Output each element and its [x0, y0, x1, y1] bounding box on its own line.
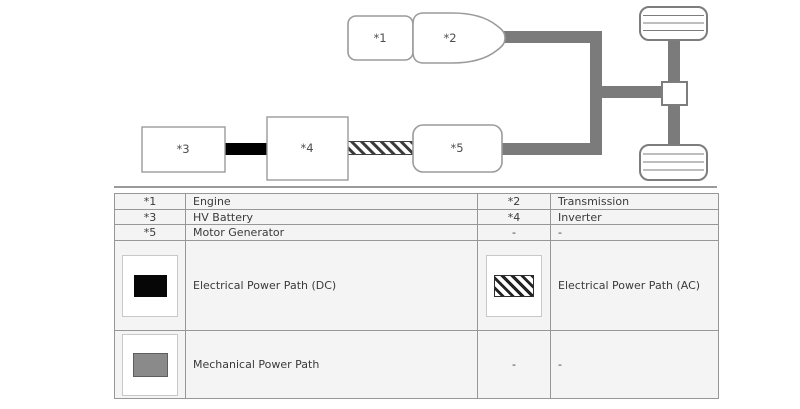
diagram-table-separator [114, 186, 717, 188]
black-solid-swatch-icon [133, 274, 167, 297]
component-name-cell: Engine [185, 193, 478, 210]
path-label-cell: Electrical Power Path (DC) [185, 240, 478, 331]
ac-power-path-connector [347, 141, 414, 155]
path-transmission-to-junction [500, 31, 602, 43]
component-name-cell: - [550, 330, 719, 399]
path-label-cell: Mechanical Power Path [185, 330, 478, 399]
gray-solid-swatch-icon [132, 352, 168, 377]
hv-battery-box-label: *3 [176, 142, 189, 156]
component-key-cell: - [477, 330, 551, 399]
dc-swatch-cell [114, 240, 186, 331]
path-motor-to-junction [498, 143, 602, 155]
component-key-cell: *5 [114, 224, 186, 241]
differential-box [661, 81, 688, 106]
front-wheel-treads [643, 15, 704, 31]
legend-row: Electrical Power Path (DC) Electrical Po… [114, 240, 719, 331]
engine-box-label: *1 [373, 31, 386, 45]
component-key-cell: - [477, 224, 551, 241]
mechanical-swatch [122, 333, 178, 396]
component-name-cell: Transmission [550, 193, 719, 210]
diagonal-hatch-swatch-icon [494, 274, 534, 297]
component-name-cell: HV Battery [185, 209, 478, 225]
component-name-cell: Inverter [550, 209, 719, 225]
component-row: *3 HV Battery *4 Inverter [114, 209, 719, 225]
transmission-box [412, 12, 506, 64]
component-key-cell: *1 [114, 193, 186, 210]
legend-row: Mechanical Power Path - - [114, 330, 719, 399]
path-junction-to-differential [590, 86, 664, 98]
inverter-box-label: *4 [300, 141, 313, 155]
mechanical-swatch-cell [114, 330, 186, 399]
ac-swatch-cell [477, 240, 551, 331]
dc-power-path-connector [225, 143, 267, 155]
electrical-dc-swatch [122, 254, 178, 317]
component-row: *1 Engine *2 Transmission [114, 193, 719, 210]
rear-wheel-treads [643, 153, 704, 171]
component-name-cell: - [550, 224, 719, 241]
mechanical-power-paths [498, 31, 680, 155]
rear-wheel [639, 144, 708, 181]
motor-generator-box [412, 124, 503, 173]
inverter-box [266, 116, 349, 181]
component-row: *5 Motor Generator - - [114, 224, 719, 241]
component-key-cell: *3 [114, 209, 186, 225]
powertrain-diagram: *1 *2 *3 *4 *5 [141, 6, 708, 181]
hv-battery-box [141, 126, 226, 173]
component-key-cell: *4 [477, 209, 551, 225]
path-label-cell: Electrical Power Path (AC) [550, 240, 719, 331]
legend-table: *1 Engine *2 Transmission *3 HV Battery … [114, 193, 719, 399]
component-name-cell: Motor Generator [185, 224, 478, 241]
front-wheel [639, 6, 708, 41]
electrical-ac-swatch [486, 254, 542, 317]
component-key-cell: *2 [477, 193, 551, 210]
motor-generator-box-label: *5 [450, 141, 463, 155]
transmission-box-label: *2 [443, 31, 456, 45]
